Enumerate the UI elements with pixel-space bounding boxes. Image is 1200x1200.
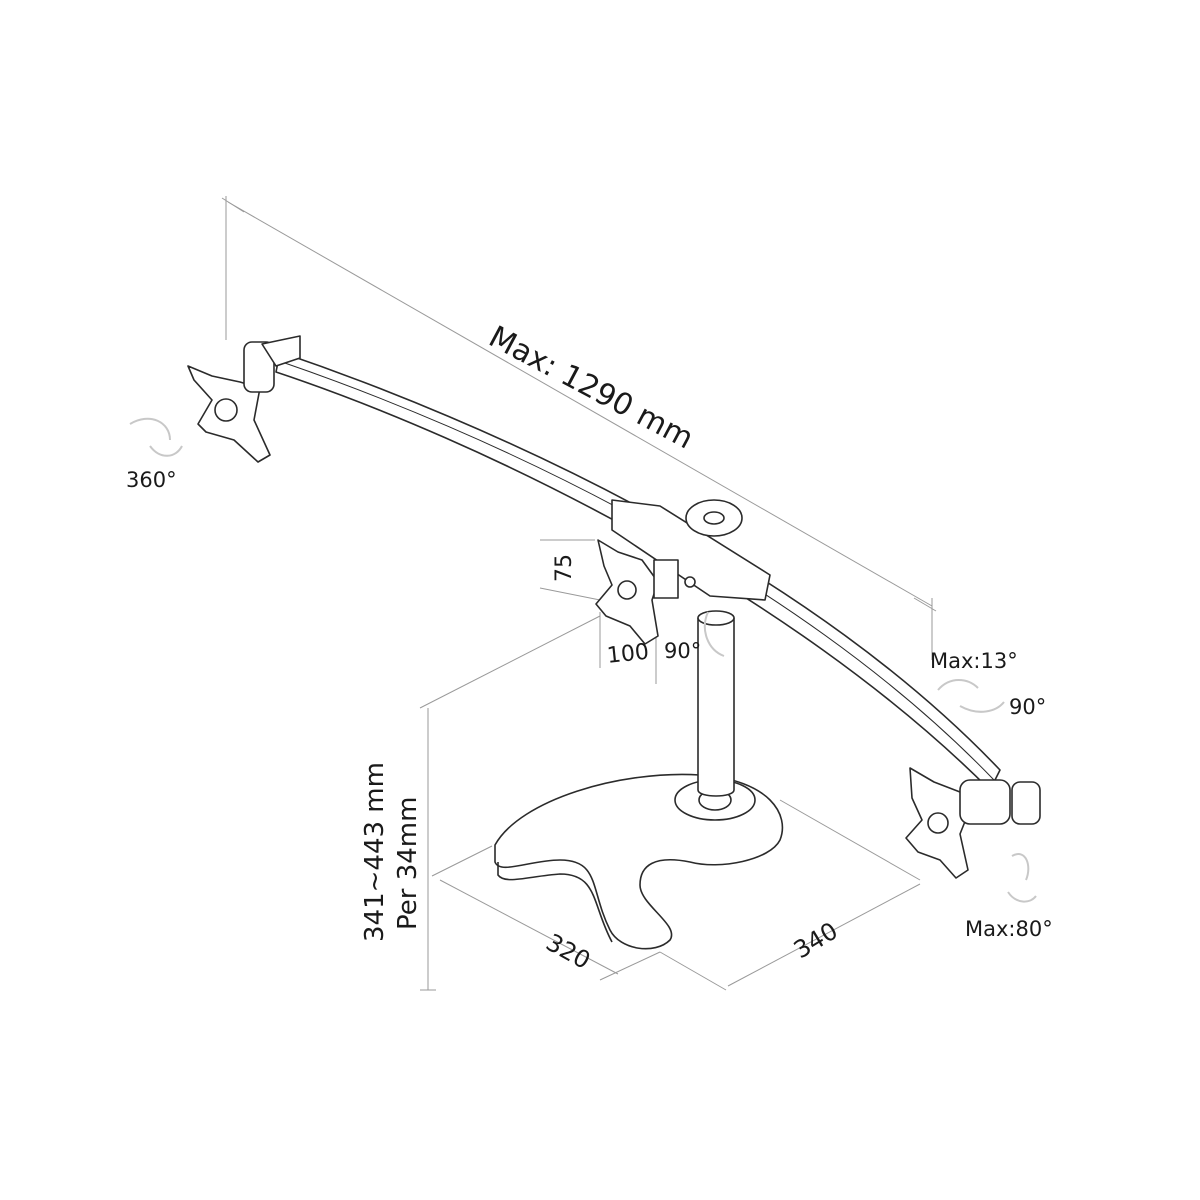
rotation-label: 360° [126,468,177,492]
length-tick-left [221,197,245,213]
rotation-arrows [129,417,1037,903]
width-dimension-line [727,883,921,987]
tilt-down-arrow-icon-2 [1007,891,1037,903]
height-step-label: Per 34mm [393,796,423,930]
vesa-left-hub [214,398,238,422]
tilt-down-label: Max:80° [965,917,1053,941]
vesa-center-bolt [684,576,696,588]
pole-top [697,610,735,626]
pole [697,617,735,797]
tilt-up-label: Max:13° [930,649,1018,673]
vesa-right-hub [927,812,949,834]
depth-extension-left [431,845,493,877]
arm-clamp-left [261,335,301,367]
length-tick-right [913,597,937,612]
vesa-width-label: 100 [605,639,651,669]
depth-dimension-line [439,879,619,975]
swivel-center-arrow-icon [703,611,725,657]
dimension-lines [221,196,937,991]
height-extension-top [419,615,601,709]
rotation-360-arrow-icon [129,417,171,441]
swivel-right-label: 90° [1009,695,1047,719]
vesa-height-label: 75 [552,554,577,582]
tilt-up-arrow-icon [937,679,979,691]
vesa-center-hub [617,580,637,600]
rotation-360-arrow-icon-2 [149,445,183,457]
mount-body [187,335,1041,950]
arm-joint-right [959,779,1011,825]
swivel-center-label: 90° [664,639,702,663]
height-range-label: 341~443 mm [360,762,390,942]
arm-clamp-right [1011,781,1041,825]
vesa-height-extension-bottom [539,587,601,601]
length-dimension-line [227,201,933,607]
width-extension-left [659,951,727,991]
arm-joint-left [243,341,275,393]
base-plate-thickness [497,862,613,943]
swivel-right-arrow-icon [959,701,1005,713]
tilt-down-arrow-icon [1011,853,1030,881]
center-knob-hub [703,511,725,525]
center-clamp [611,499,771,601]
depth-extension-right [599,951,661,981]
vesa-center-bracket [653,559,679,599]
width-extension-right [779,799,921,881]
